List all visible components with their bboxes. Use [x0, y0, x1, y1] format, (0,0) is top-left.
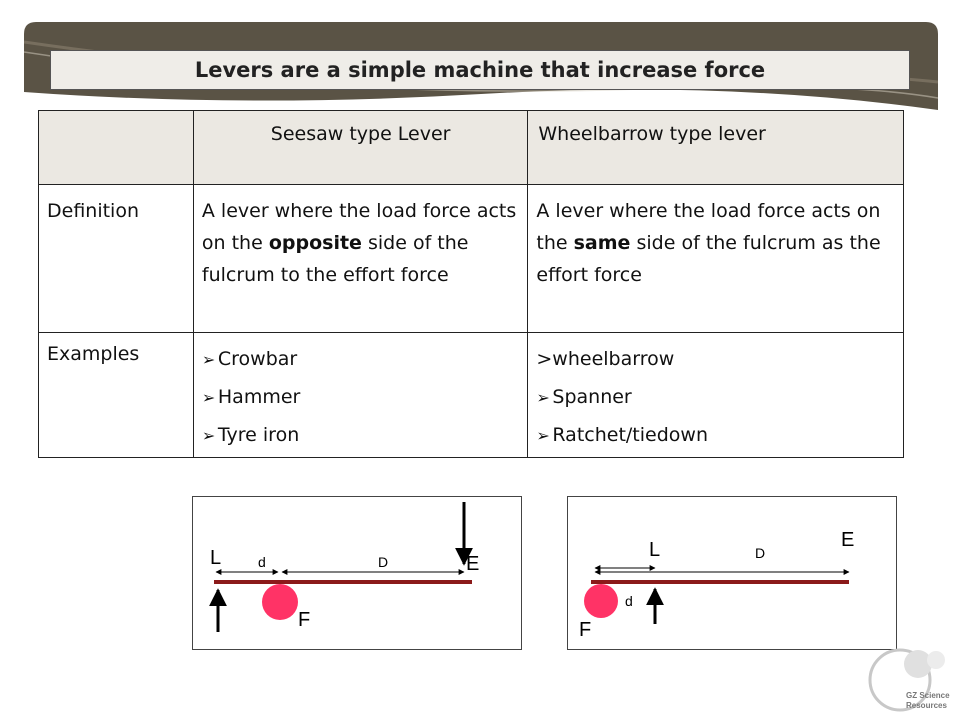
table-row-examples: Examples ➢Crowbar ➢Hammer ➢Tyre iron >wh… [38, 332, 904, 458]
row-label-definition: Definition [38, 184, 194, 333]
wheelbarrow-short-distance-label: d [625, 593, 633, 609]
list-item: ➢Tyre iron [202, 419, 520, 457]
fulcrum [262, 584, 298, 620]
arrow-bullet-icon: ➢ [201, 426, 216, 445]
wheelbarrow-definition: A lever where the load force acts on the… [527, 184, 904, 333]
seesaw-definition: A lever where the load force acts on the… [192, 184, 529, 333]
lever-comparison-table: Seesaw type Lever Wheelbarrow type lever… [38, 110, 904, 458]
seesaw-lever-diagram: L d D E F [192, 496, 522, 650]
list-item: ➢Ratchet/tiedown [536, 419, 895, 457]
slide-title-text: Levers are a simple machine that increas… [194, 58, 766, 82]
row-label-examples: Examples [38, 332, 194, 458]
wheelbarrow-load-label: L [649, 539, 660, 561]
header-seesaw: Seesaw type Lever [192, 110, 529, 185]
seesaw-examples: ➢Crowbar ➢Hammer ➢Tyre iron [192, 332, 529, 458]
list-item: >wheelbarrow [536, 348, 675, 370]
wheelbarrow-examples: >wheelbarrow ➢Spanner ➢Ratchet/tiedown [527, 332, 904, 458]
header-wheelbarrow: Wheelbarrow type lever [527, 110, 904, 185]
arrow-bullet-icon: ➢ [536, 388, 550, 407]
logo-line2: Resources [906, 701, 947, 710]
wheelbarrow-fulcrum-label: F [579, 619, 591, 641]
arrow-bullet-icon: ➢ [536, 426, 550, 445]
header-empty-cell [38, 110, 194, 185]
seesaw-effort-label: E [466, 553, 479, 575]
arrow-bullet-icon: ➢ [201, 350, 216, 369]
list-item: ➢Spanner [536, 381, 895, 419]
slide-title: Levers are a simple machine that increas… [50, 50, 910, 90]
table-row-definition: Definition A lever where the load force … [38, 184, 904, 333]
seesaw-load-label: L [210, 547, 221, 569]
seesaw-long-distance-label: D [378, 554, 388, 570]
fulcrum [584, 584, 618, 618]
wheelbarrow-lever-diagram: L D E d F [567, 496, 897, 650]
logo-line1: GZ Science [906, 691, 950, 700]
list-item: ➢Crowbar [202, 343, 520, 381]
wheelbarrow-long-distance-label: D [755, 545, 765, 561]
gz-science-logo: GZ Science Resources [868, 648, 950, 712]
wheelbarrow-effort-label: E [841, 529, 854, 551]
seesaw-fulcrum-label: F [298, 609, 310, 631]
arrow-bullet-icon: ➢ [201, 388, 216, 407]
seesaw-short-distance-label: d [258, 554, 266, 570]
list-item: ➢Hammer [202, 381, 520, 419]
table-header-row: Seesaw type Lever Wheelbarrow type lever [38, 110, 904, 185]
